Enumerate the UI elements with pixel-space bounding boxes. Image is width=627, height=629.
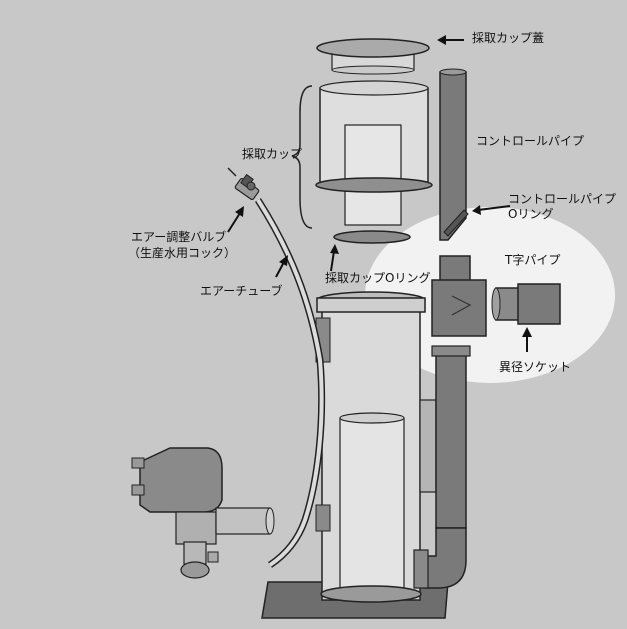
cup-brace (291, 85, 313, 229)
label-air-valve-line1: エアー調整バルブ (131, 230, 227, 244)
outlet-pipe (413, 345, 471, 589)
air-valve-shape (227, 167, 260, 201)
pump (131, 447, 275, 579)
label-collection-cup: 採取カップ (242, 147, 303, 161)
label-control-pipe-oring-line2: Oリング (508, 207, 554, 221)
label-cup-lid: 採取カップ蓋 (472, 31, 545, 45)
t-pipe (431, 255, 487, 337)
collection-cup (315, 80, 433, 226)
label-control-pipe-oring-line1: コントロールパイプ (508, 192, 617, 206)
label-t-pipe: T字パイプ (505, 253, 561, 267)
air-tube (255, 198, 326, 568)
reducer-socket (491, 283, 561, 325)
label-air-tube: エアーチューブ (200, 284, 283, 298)
control-pipe (439, 68, 469, 241)
cup-oring-shape (333, 230, 411, 244)
label-control-pipe: コントロールパイプ (476, 134, 585, 148)
label-reducer-socket: 異径ソケット (499, 360, 572, 374)
label-air-valve-line2: （生産水用コック） (128, 246, 237, 260)
main-body (315, 291, 437, 603)
cup-lid (316, 38, 430, 75)
callout-arrows (227, 35, 532, 352)
highlight-area (365, 207, 615, 383)
label-cup-oring: 採取カップOリング (325, 271, 431, 285)
